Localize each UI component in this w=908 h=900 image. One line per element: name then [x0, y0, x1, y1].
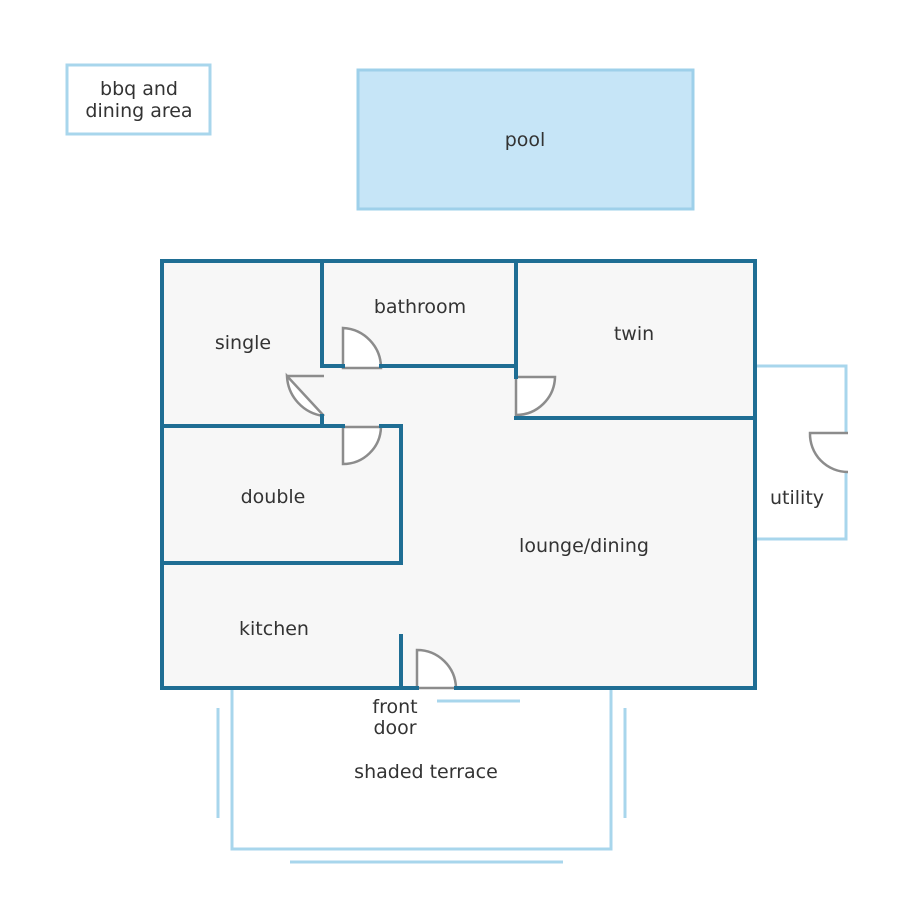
front-door-label-line2: door	[373, 717, 416, 739]
house-floor	[162, 261, 755, 688]
twin-label: twin	[614, 323, 654, 345]
utility-room-outline-lower	[755, 472, 848, 541]
bbq-label-line2: dining area	[85, 100, 192, 122]
bbq-label-line1: bbq and	[100, 78, 178, 100]
walls	[160, 259, 757, 690]
door-twin	[514, 375, 557, 417]
door-utility	[808, 431, 849, 474]
bathroom-label: bathroom	[374, 296, 466, 318]
pool-label: pool	[505, 129, 546, 151]
lounge-label: lounge/dining	[519, 535, 649, 557]
door-single	[285, 372, 325, 418]
single-label: single	[215, 332, 271, 354]
terrace-label: shaded terrace	[354, 761, 498, 783]
utility-label: utility	[770, 487, 824, 509]
kitchen-label: kitchen	[239, 618, 309, 640]
bbq-area-outline	[65, 63, 212, 136]
terrace-outline	[230, 689, 613, 851]
utility-room-outline	[755, 364, 848, 433]
front-door-label-line1: front	[372, 696, 417, 718]
double-label: double	[241, 486, 306, 508]
pool	[356, 68, 695, 211]
